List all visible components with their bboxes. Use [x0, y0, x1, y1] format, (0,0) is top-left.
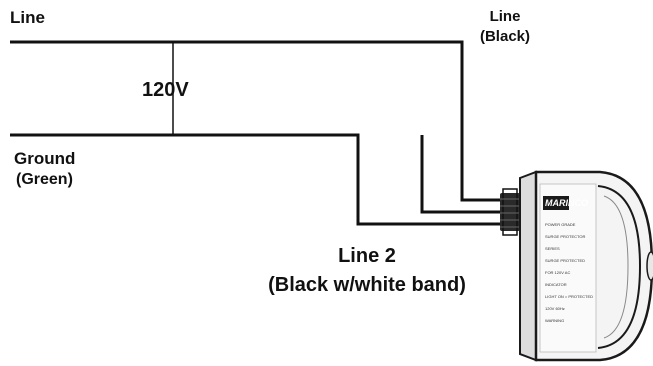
brand-text: MARINCO [545, 198, 588, 208]
line-black-label-2: (Black) [479, 28, 531, 45]
line2-wire [420, 135, 505, 214]
line2-label: Line 2 (Black w/white band) [232, 245, 502, 297]
ground-label-2: (Green) [16, 171, 73, 188]
device-label-line: SURGE PROTECTOR [545, 234, 585, 239]
line-label: Line [10, 8, 45, 27]
line-wire [10, 40, 505, 202]
line-black-label-1: Line [489, 8, 521, 25]
device-label-line: FOR 120V AC [545, 270, 570, 275]
ground-wire [10, 133, 505, 226]
line2-label-1: Line 2 [338, 245, 396, 267]
device-label-line: SURGE PROTECTED [545, 258, 585, 263]
device-connector [500, 188, 520, 236]
ground-label-1: Ground [14, 149, 76, 168]
device-label-line: POWER GRADE [545, 222, 576, 227]
surge-protector-device: MARINCO POWER GRADE SURGE PROTECTOR SERIES… [519, 170, 653, 362]
device-label-text: POWER GRADE SURGE PROTECTOR SERIES SURGE PR… [545, 222, 593, 323]
ground-label: Ground (Green) [14, 149, 75, 189]
voltage-label: 120V [142, 79, 189, 101]
device-label-line: WARNING [545, 318, 564, 323]
line2-label-2: (Black w/white band) [268, 274, 466, 296]
device-label-line: LIGHT ON = PROTECTED [545, 294, 593, 299]
device-label-line: SERIES [545, 246, 560, 251]
brand-badge [543, 196, 569, 210]
device-label-line: INDICATOR [545, 282, 567, 287]
line-black-label: Line (Black) [470, 8, 540, 45]
device-label-line: 120V 60Hz [545, 306, 565, 311]
